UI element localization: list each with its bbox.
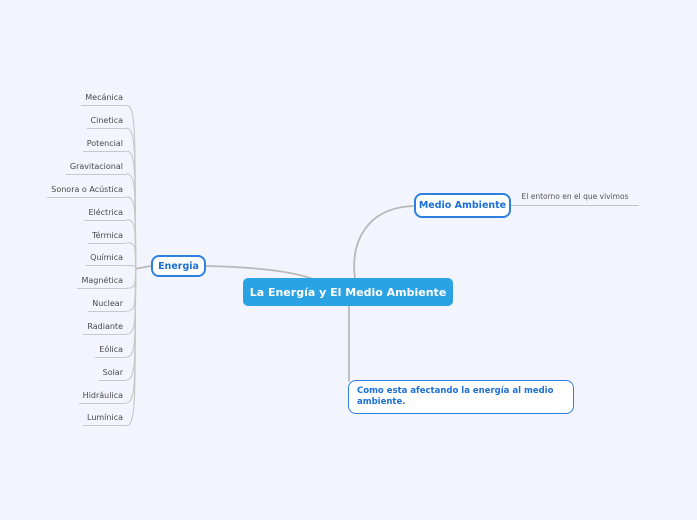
branch-item-15[interactable]: Lumínica xyxy=(83,412,127,427)
branch-item-1[interactable]: Mecánica xyxy=(81,92,127,107)
branch-item-line-15 xyxy=(126,267,137,426)
branch-item-5[interactable]: Sonora o Acústica xyxy=(47,184,127,198)
branch-item-line-6 xyxy=(126,219,137,270)
branch-item-line-7 xyxy=(126,242,137,270)
branch-item-line-9 xyxy=(126,267,137,289)
branch-item-11[interactable]: Radiante xyxy=(83,321,127,335)
branch-item-line-10 xyxy=(126,267,137,312)
medio-ambiente-node[interactable]: Medio Ambiente xyxy=(414,193,511,218)
branch-item-2[interactable]: Cinetica xyxy=(86,115,127,130)
branch-item-14[interactable]: Hidráulica xyxy=(78,390,127,404)
branch-item-13[interactable]: Solar xyxy=(98,367,127,381)
fan-to-energia-line xyxy=(135,265,152,270)
energia-node[interactable]: Energia xyxy=(151,255,206,277)
branch-item-8[interactable]: Química xyxy=(86,252,127,267)
branch-item-4[interactable]: Gravitacional xyxy=(65,161,127,175)
afectando-node[interactable]: Como esta afectando la energía al medio … xyxy=(348,380,574,414)
branch-item-10[interactable]: Nuclear xyxy=(88,298,127,313)
entorno-leaf-node[interactable]: El entorno en el que vivimos xyxy=(511,191,639,206)
energia-node-label: Energia xyxy=(158,260,199,272)
root-to-medio-line xyxy=(353,205,414,280)
branch-item-3[interactable]: Potencial xyxy=(82,138,127,153)
root-node-label: La Energía y El Medio Ambiente xyxy=(249,285,447,299)
branch-item-7[interactable]: Térmica xyxy=(88,230,127,244)
energia-to-root-line xyxy=(205,265,314,280)
branch-item-6[interactable]: Eléctrica xyxy=(84,207,127,221)
branch-item-12[interactable]: Eólica xyxy=(95,344,127,358)
branch-item-9[interactable]: Magnética xyxy=(77,275,127,290)
branch-item-line-8 xyxy=(126,264,137,270)
root-node[interactable]: La Energía y El Medio Ambiente xyxy=(243,278,453,306)
medio-ambiente-node-label: Medio Ambiente xyxy=(418,200,507,211)
